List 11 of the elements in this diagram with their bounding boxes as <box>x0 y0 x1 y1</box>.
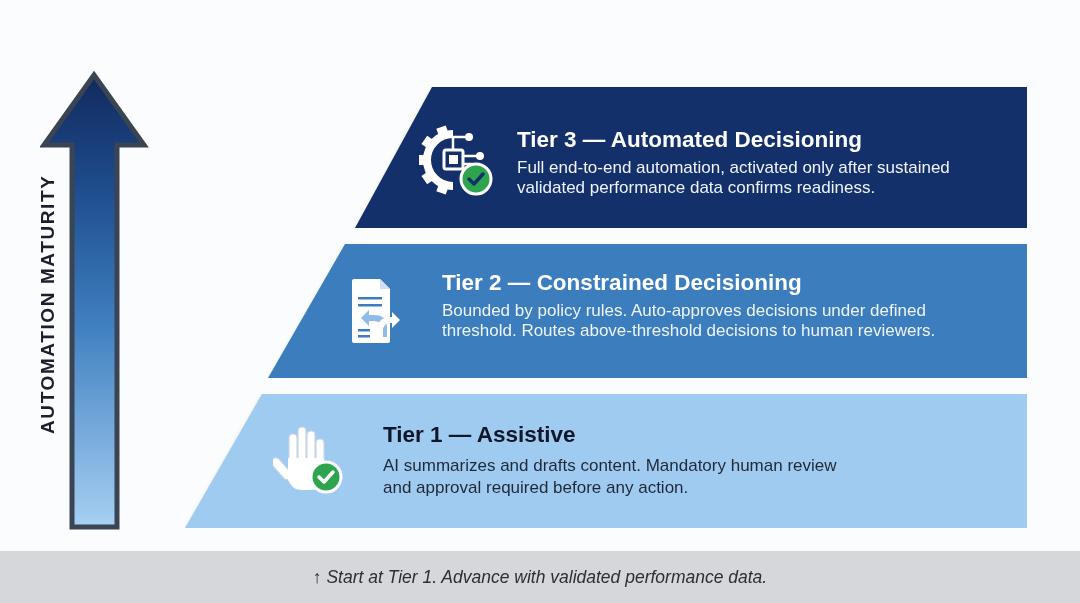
tier-description: AI summarizes and drafts content. Mandatory human review and approval required before any action. <box>383 455 838 499</box>
tier-band <box>268 244 1027 378</box>
tier-heading: Tier 3 — Automated Decisioning <box>517 126 863 154</box>
tier-band <box>355 87 1027 228</box>
tier-heading: Tier 1 — Assistive <box>383 421 576 449</box>
tier-description: Full end-to-end automation, activated only after sustained validated performance data confirms readiness. <box>517 158 951 198</box>
tier-band <box>185 394 1027 528</box>
tier-heading: Tier 2 — Constrained Decisioning <box>442 269 802 297</box>
caption: ↑ Start at Tier 1. Advance with validated performance data. <box>311 566 769 588</box>
tier-description: Bounded by policy rules. Auto-approves decisions under defined threshold. Routes above-threshold decisions to human reviewers. <box>442 301 937 341</box>
axis-label: AUTOMATION MATURITY <box>37 173 59 436</box>
